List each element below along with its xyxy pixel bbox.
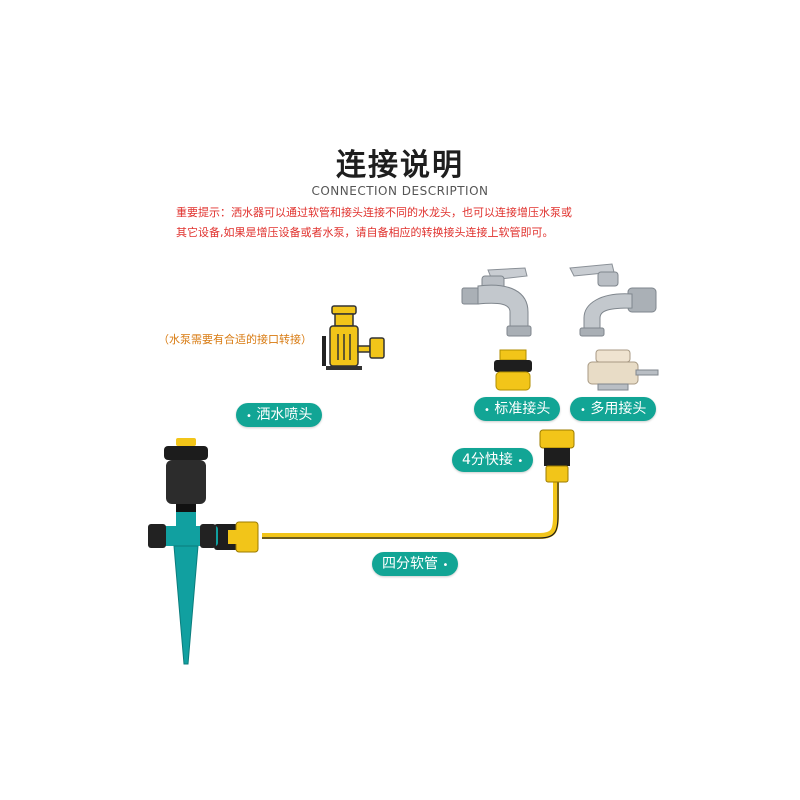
standard-connector-icon bbox=[494, 349, 532, 391]
sprinkler-icon bbox=[148, 438, 218, 665]
water-pump-icon bbox=[322, 305, 385, 370]
bullet-dot: • bbox=[580, 405, 586, 416]
bullet-dot: • bbox=[442, 560, 449, 571]
label-text: 4分快接 bbox=[462, 452, 513, 468]
label-text: 标准接头 bbox=[494, 401, 551, 417]
standard-faucet-icon bbox=[461, 267, 532, 337]
label-standard-connector: • 标准接头 bbox=[474, 397, 561, 421]
bullet-dot: • bbox=[246, 411, 252, 422]
label-text: 多用接头 bbox=[590, 401, 647, 417]
label-text: 洒水喷头 bbox=[256, 407, 313, 423]
pump-note: （水泵需要有合适的接口转接） bbox=[158, 333, 312, 346]
label-quick-connector: 4分快接 • bbox=[452, 448, 534, 472]
quick-connector-icon bbox=[539, 429, 575, 483]
hose-connector-icon bbox=[214, 521, 259, 553]
label-multi-connector: • 多用接头 bbox=[570, 397, 657, 421]
label-sprinkler-head: • 洒水喷头 bbox=[236, 403, 323, 427]
page-subtitle: CONNECTION DESCRIPTION bbox=[311, 184, 489, 198]
multi-connector-icon bbox=[587, 349, 659, 391]
label-hose: 四分软管 • bbox=[372, 552, 459, 576]
page-title: 连接说明 bbox=[336, 148, 464, 183]
hose-line bbox=[262, 480, 559, 539]
multi-faucet-icon bbox=[569, 263, 657, 337]
label-text: 四分软管 bbox=[382, 556, 438, 572]
notice-line-2: 其它设备,如果是增压设备或者水泵，请自备相应的转换接头连接上软管即可。 bbox=[176, 226, 554, 239]
notice-line-1: 重要提示：洒水器可以通过软管和接头连接不同的水龙头，也可以连接增压水泵或 bbox=[176, 206, 572, 219]
bullet-dot: • bbox=[484, 405, 490, 416]
bullet-dot: • bbox=[517, 456, 524, 467]
